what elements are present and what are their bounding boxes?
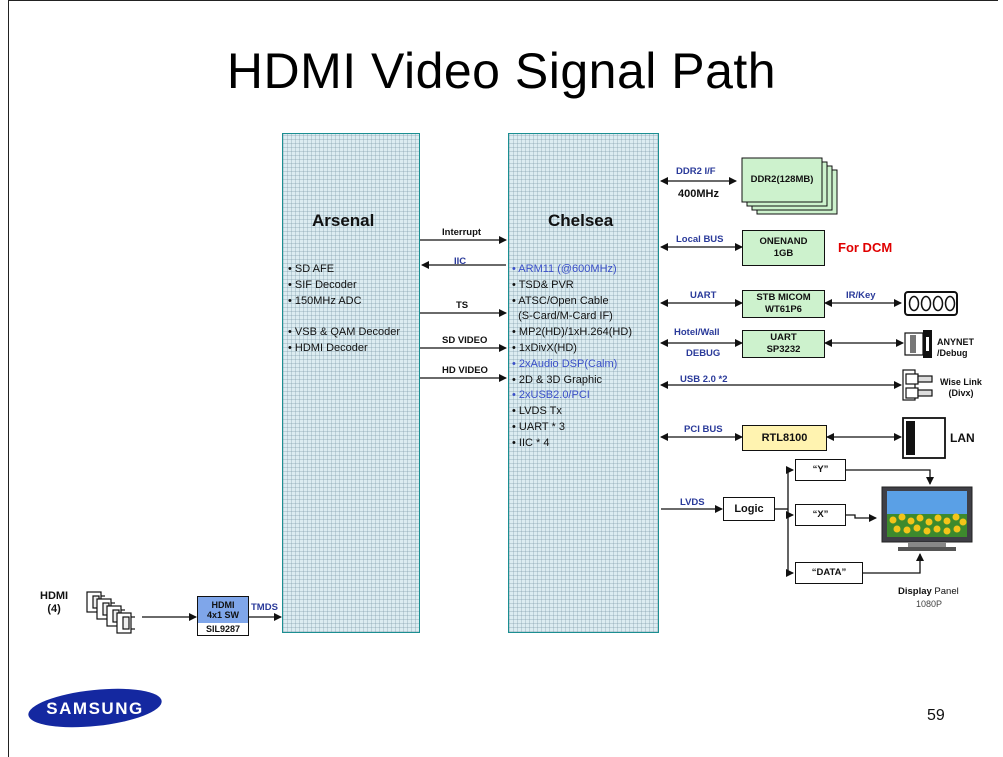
hdmi-input-label: HDMI (4) bbox=[40, 590, 69, 615]
lvds-label: LVDS bbox=[680, 497, 705, 508]
lan-connector-icon bbox=[902, 417, 946, 459]
pci-bus-label: PCI BUS bbox=[684, 424, 723, 435]
chelsea-chip-name: Chelsea bbox=[548, 211, 614, 230]
slide-frame bbox=[8, 0, 998, 757]
arsenal-feature-list: • SD AFE • SIF Decoder • 150MHz ADC • VSB … bbox=[288, 262, 400, 357]
chelsea-feature-item: • MP2(HD)/1xH.264(HD) bbox=[512, 326, 632, 339]
svg-text:SAMSUNG: SAMSUNG bbox=[46, 699, 143, 718]
chelsea-feature-item: (S-Card/M-Card IF) bbox=[512, 310, 613, 323]
debug-label: DEBUG bbox=[686, 348, 721, 359]
chelsea-feature-item: • UART * 3 bbox=[512, 420, 565, 433]
chelsea-feature-item: • ARM11 (@600MHz) bbox=[512, 263, 617, 275]
usb-connector-icon bbox=[902, 369, 933, 401]
chelsea-feature-list: • ARM11 (@600MHz) • TSD& PVR • ATSC/Open C… bbox=[512, 262, 632, 452]
interrupt-label: Interrupt bbox=[442, 227, 482, 238]
arsenal-feature-item: • SIF Decoder bbox=[288, 278, 357, 291]
uart-label: UART bbox=[690, 290, 717, 301]
page-number: 59 bbox=[927, 707, 945, 724]
ddr2-memory-block: DDR2(128MB) bbox=[750, 174, 814, 185]
hd-video-label: HD VIDEO bbox=[442, 365, 488, 376]
arsenal-feature-item: • 150MHz ADC bbox=[288, 294, 362, 307]
lan-label: LAN bbox=[950, 431, 975, 445]
display-panel-label: Display Panel bbox=[898, 586, 959, 597]
ddr2-speed-label: 400MHz bbox=[678, 188, 719, 200]
hdmi-switch-bottom: SIL9287 bbox=[198, 623, 248, 635]
chelsea-feature-item: • 2xAudio DSP(Calm) bbox=[512, 357, 618, 370]
anynet-jack-icon bbox=[904, 330, 932, 358]
ir-key-connector-icon bbox=[904, 291, 958, 316]
hotel-wall-label: Hotel/Wall bbox=[674, 327, 720, 338]
onenand-block: ONENAND 1GB bbox=[742, 230, 825, 266]
iic-label: IIC bbox=[454, 256, 467, 267]
chelsea-feature-item: • ATSC/Open Cable bbox=[512, 294, 609, 307]
rtl8100-block: RTL8100 bbox=[742, 425, 827, 451]
chelsea-feature-item: • TSD& PVR bbox=[512, 278, 574, 291]
local-bus-label: Local BUS bbox=[676, 234, 724, 245]
chelsea-feature-item: • LVDS Tx bbox=[512, 405, 562, 418]
arsenal-chip bbox=[282, 133, 420, 633]
display-panel-icon bbox=[881, 486, 973, 551]
uart-sp3232-block: UART SP3232 bbox=[742, 330, 825, 358]
arsenal-feature-item: • VSB & QAM Decoder bbox=[288, 326, 401, 339]
hdmi-connectors-icon bbox=[86, 591, 135, 634]
ir-key-label: IR/Key bbox=[846, 290, 876, 301]
tmds-label: TMDS bbox=[251, 602, 278, 613]
data-driver-block: “DATA” bbox=[795, 562, 863, 584]
logic-block: Logic bbox=[723, 497, 775, 521]
chelsea-feature-item: • 2xUSB2.0/PCI bbox=[512, 389, 590, 402]
display-label-bold: Display bbox=[898, 586, 932, 597]
usb-label: USB 2.0 *2 bbox=[680, 374, 728, 385]
chelsea-feature-item: • IIC * 4 bbox=[512, 436, 550, 449]
sd-video-label: SD VIDEO bbox=[442, 335, 488, 346]
chelsea-feature-item: • 1xDivX(HD) bbox=[512, 341, 577, 354]
anynet-label: ANYNET /Debug bbox=[937, 337, 975, 358]
chelsea-feature-item: • 2D & 3D Graphic bbox=[512, 373, 603, 386]
ts-label: TS bbox=[456, 300, 469, 311]
x-driver-block: “X” bbox=[795, 504, 846, 526]
arsenal-feature-item: • SD AFE bbox=[288, 263, 335, 275]
samsung-logo: SAMSUNG bbox=[28, 688, 162, 728]
arsenal-feature-item: • HDMI Decoder bbox=[288, 341, 368, 354]
y-driver-block: “Y” bbox=[795, 459, 846, 481]
stb-micom-block: STB MICOM WT61P6 bbox=[742, 290, 825, 318]
slide-title: HDMI Video Signal Path bbox=[226, 43, 777, 99]
arsenal-chip-name: Arsenal bbox=[312, 211, 375, 230]
chelsea-chip bbox=[508, 133, 659, 633]
display-resolution-label: 1080P bbox=[916, 599, 943, 609]
for-dcm-note: For DCM bbox=[838, 240, 893, 255]
wise-link-label: Wise Link (Divx) bbox=[940, 377, 982, 398]
hdmi-switch-top: HDMI 4x1 SW bbox=[198, 597, 248, 623]
hdmi-switch-block: HDMI 4x1 SW SIL9287 bbox=[197, 596, 249, 636]
display-label-rest: Panel bbox=[931, 586, 959, 597]
ddr2-if-label: DDR2 I/F bbox=[676, 166, 716, 177]
